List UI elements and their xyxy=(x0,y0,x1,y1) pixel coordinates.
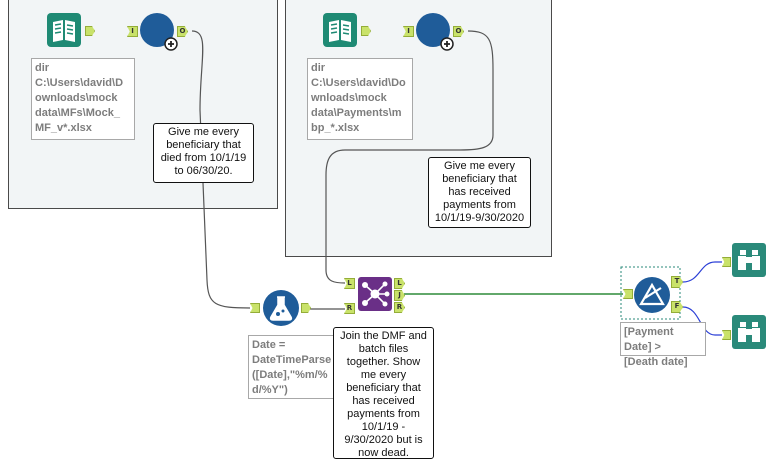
join-tool[interactable] xyxy=(357,276,393,312)
input-tool-1[interactable] xyxy=(46,12,82,48)
input-tool-2[interactable] xyxy=(322,12,358,48)
binoculars-icon xyxy=(732,315,766,349)
browse-tool-true[interactable] xyxy=(731,242,767,278)
directory-book-icon xyxy=(47,13,81,47)
formula-tool[interactable] xyxy=(262,289,300,327)
wire-filter-true-to-browse[interactable] xyxy=(682,261,722,283)
comment-dmf-deaths[interactable]: Give me every beneficiary that died from… xyxy=(153,123,254,183)
filter-icon xyxy=(634,277,670,313)
input2-output-port[interactable] xyxy=(361,26,371,36)
filter-annotation: [Payment Date] > [Death date] xyxy=(620,322,706,368)
directory-book-icon xyxy=(323,13,357,47)
join-network-icon xyxy=(358,277,392,311)
input2-annotation: dir C:\Users\david\Do wnloads\mock data\… xyxy=(307,58,413,140)
filter-selection-box xyxy=(620,266,681,320)
join-left-output-port[interactable]: L xyxy=(394,278,405,289)
binoculars-icon xyxy=(732,243,766,277)
browse-tool-false[interactable] xyxy=(731,314,767,350)
input1-annotation: dir C:\Users\david\D ownloads\mock data\… xyxy=(31,58,135,140)
join-right-output-port[interactable]: R xyxy=(394,302,405,313)
input1-output-port[interactable] xyxy=(85,26,95,36)
wire-union1-to-formula[interactable] xyxy=(191,30,251,309)
union-tool-1[interactable] xyxy=(139,12,179,52)
comment-payments[interactable]: Give me every beneficiary that has recei… xyxy=(428,157,531,228)
filter-true-port[interactable]: T xyxy=(671,276,683,288)
union-circle-icon xyxy=(416,13,454,51)
union-circle-icon xyxy=(140,13,178,51)
union-tool-2[interactable] xyxy=(415,12,455,52)
filter-tool[interactable] xyxy=(633,276,671,314)
join-join-output-port[interactable]: J xyxy=(394,290,405,301)
union2-output-port[interactable]: O xyxy=(453,26,464,37)
filter-false-port[interactable]: F xyxy=(671,301,683,313)
formula-annotation: Date = DateTimeParse ([Date],"%m/% d/%Y"… xyxy=(248,335,340,399)
formula-flask-icon xyxy=(263,290,299,326)
formula-output-port[interactable] xyxy=(301,303,311,313)
union1-output-port[interactable]: O xyxy=(177,26,188,37)
comment-join[interactable]: Join the DMF and batch files together. S… xyxy=(333,327,434,459)
wire-union2-to-join-left[interactable] xyxy=(325,30,494,284)
